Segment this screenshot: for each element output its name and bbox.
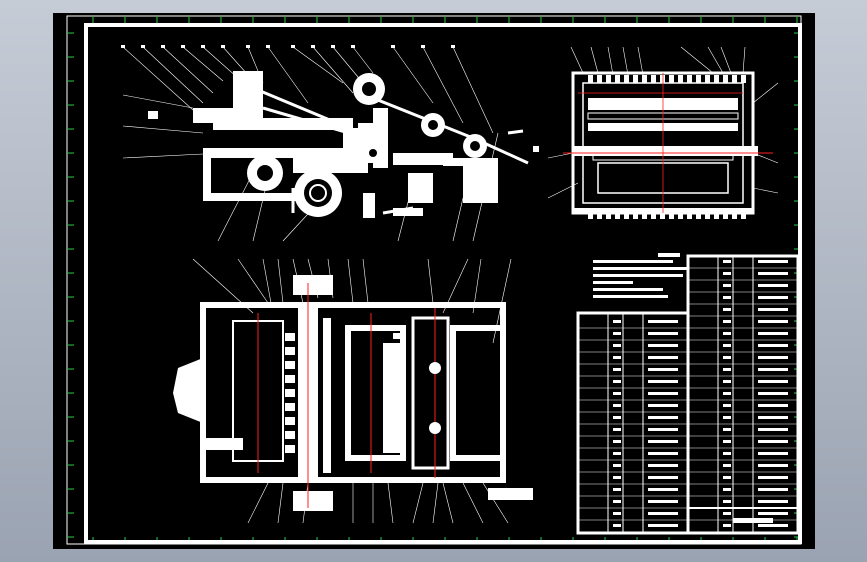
top-view-leaders (192, 258, 512, 524)
end-view-teeth (588, 75, 746, 219)
technical-notes-text (593, 253, 688, 298)
side-view-linkage (252, 86, 529, 215)
side-view-balloons (121, 45, 455, 48)
side-view (121, 45, 539, 242)
end-view (547, 46, 779, 219)
top-view-teeth (285, 333, 401, 453)
drawing-sheet (53, 13, 815, 549)
drawing-canvas (66, 15, 802, 545)
end-view-leaders (547, 46, 779, 199)
parts-list (576, 254, 800, 535)
parts-list-rows (578, 260, 798, 533)
technical-notes (593, 253, 688, 298)
inner-frame (84, 23, 802, 544)
side-view-wheels (247, 73, 487, 217)
top-view (173, 258, 533, 524)
title-block (687, 507, 799, 534)
side-view-leaders (122, 46, 499, 242)
